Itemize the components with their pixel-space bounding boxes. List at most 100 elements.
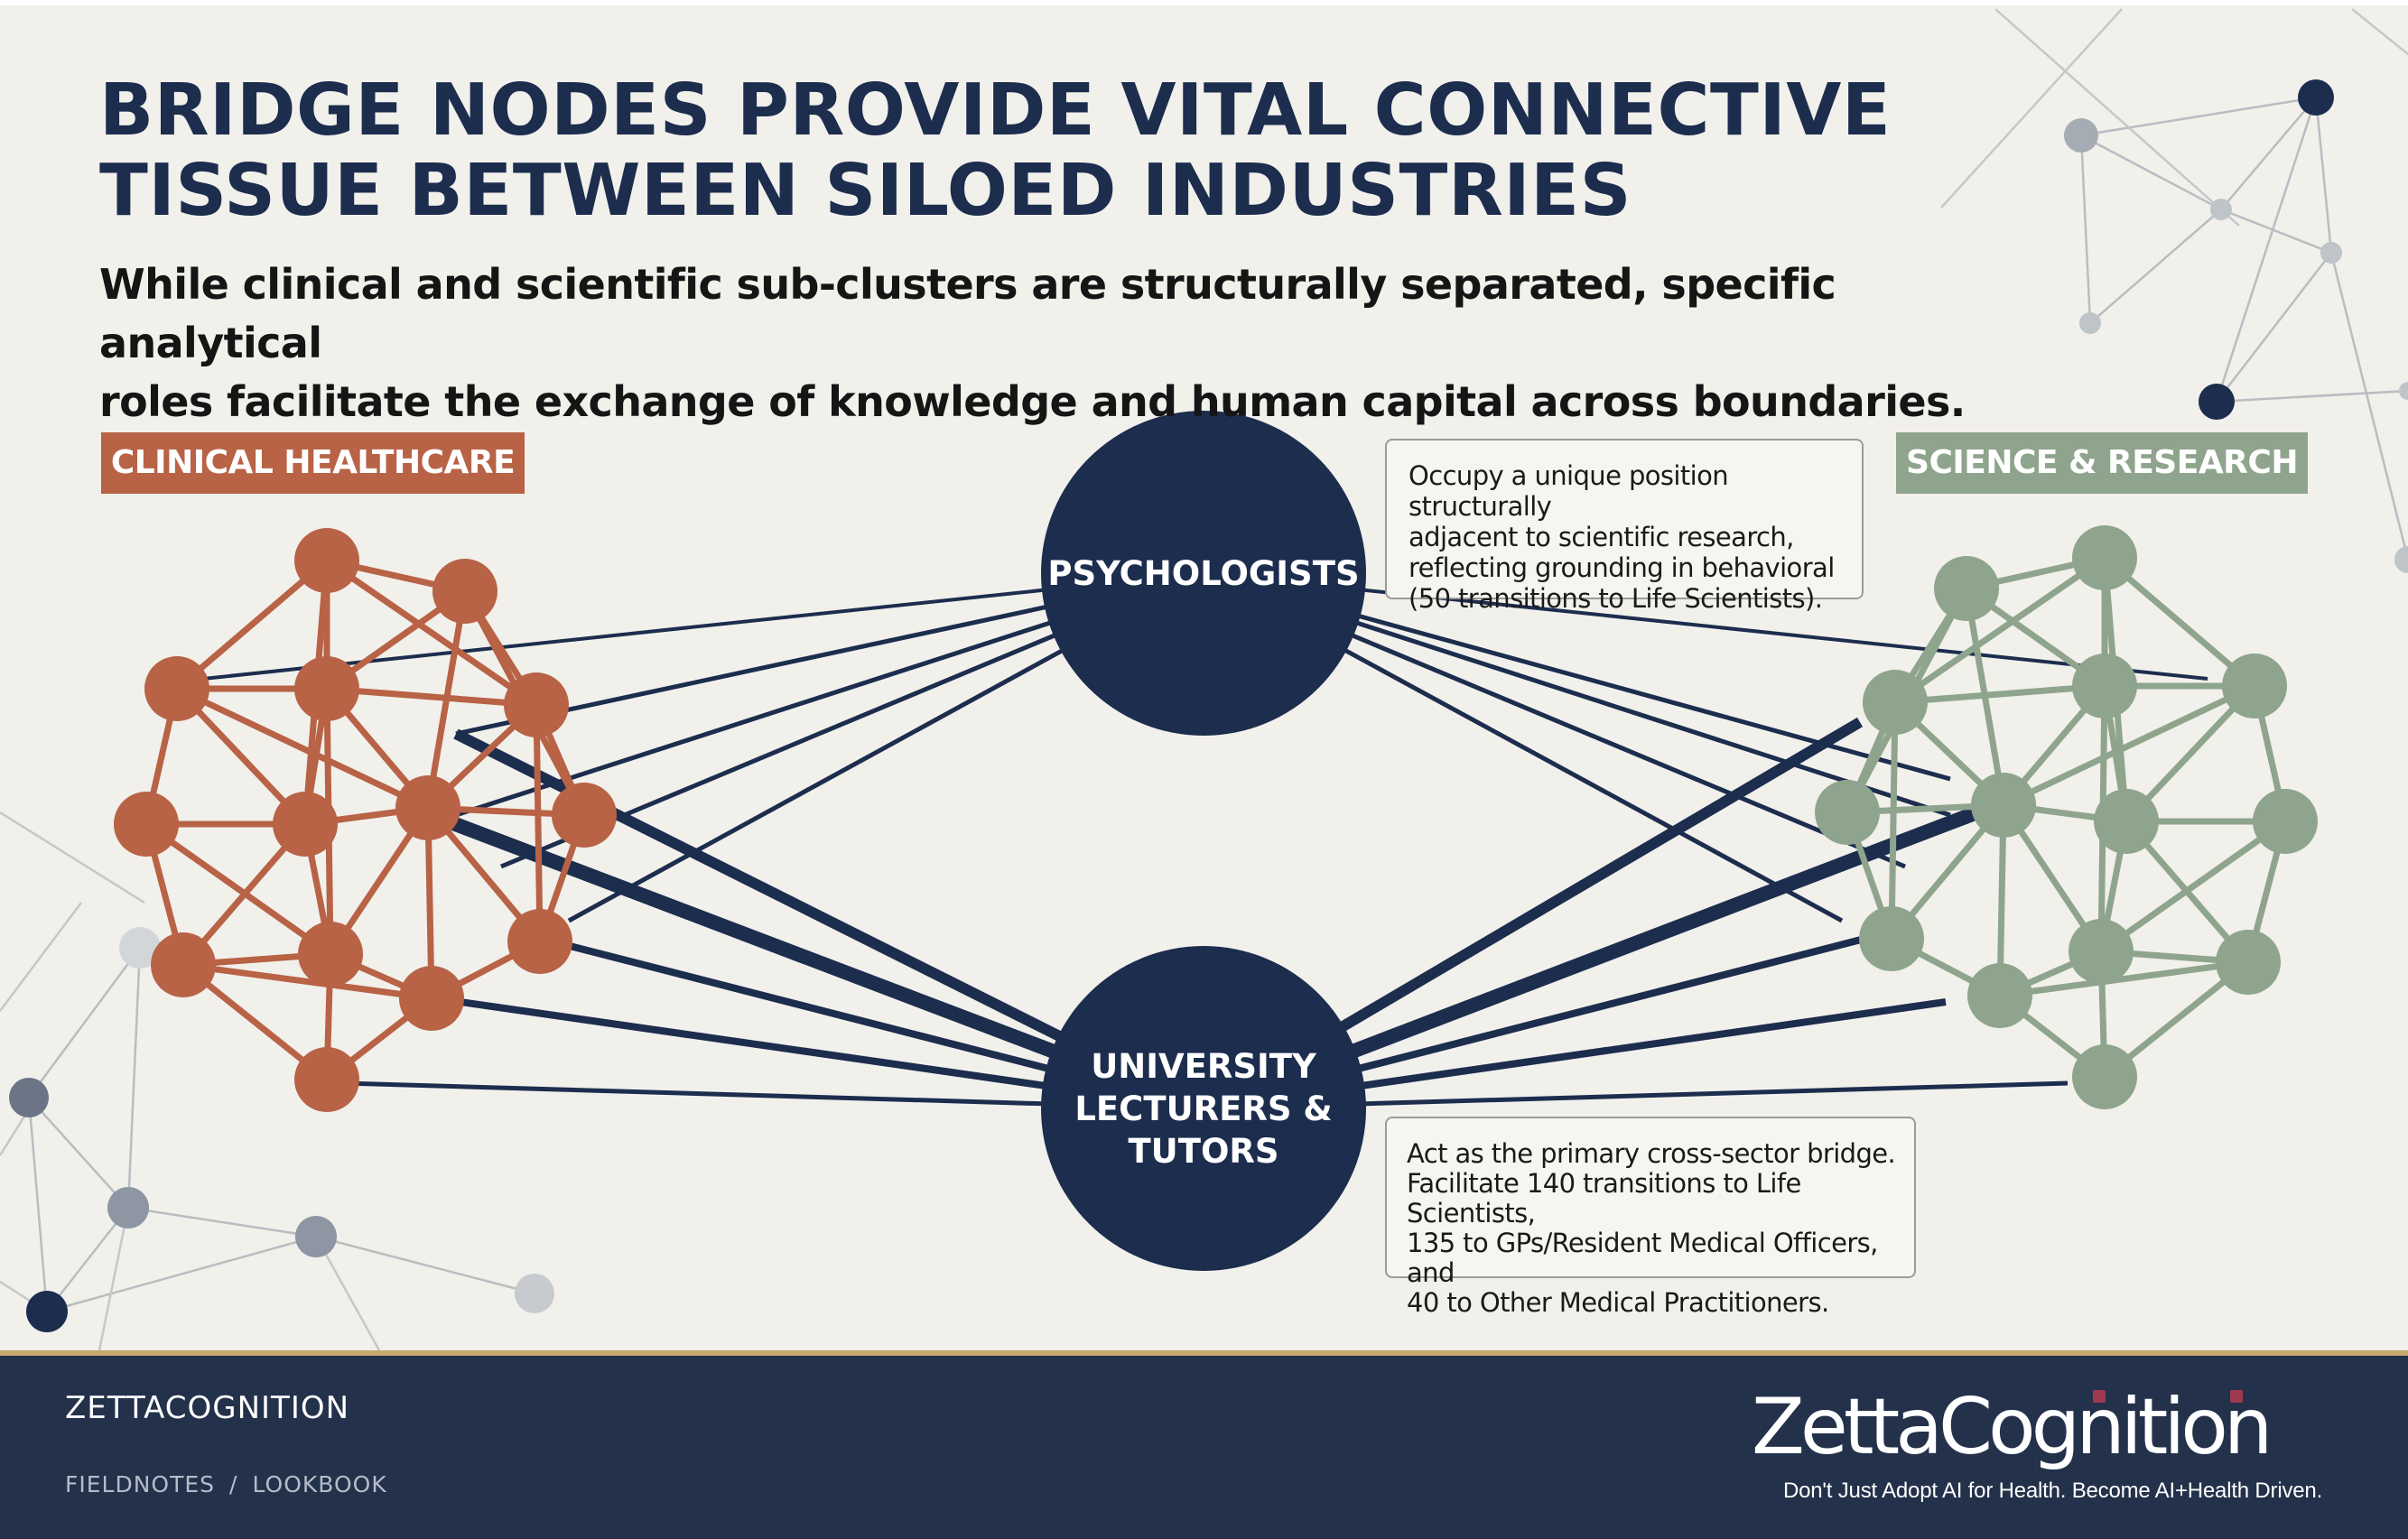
science-node <box>2216 930 2281 995</box>
background-edge <box>127 1206 317 1238</box>
science-edge <box>2002 682 2256 809</box>
background-edge <box>314 1236 381 1350</box>
clinical-node <box>399 966 464 1031</box>
science-node <box>2222 654 2287 719</box>
clinical-node <box>144 656 209 721</box>
background-node <box>9 1078 49 1117</box>
background-edge <box>2080 134 2222 211</box>
clinical-node <box>273 792 338 857</box>
clinical-node <box>507 909 572 974</box>
background-edge <box>27 1097 49 1312</box>
top-edge <box>0 0 2408 5</box>
science-cluster <box>1815 525 2318 1109</box>
callout-line: (50 transitions to Life Scientists). <box>1409 583 1823 614</box>
background-edge <box>126 947 142 1209</box>
science-edge <box>1888 701 1899 940</box>
background-node <box>2320 242 2342 264</box>
callout-line: 40 to Other Medical Practitioners. <box>1407 1287 1829 1318</box>
footer-brand: ZETTACOGNITION <box>65 1390 350 1426</box>
background-node <box>26 1291 68 1332</box>
background-edge <box>0 811 145 904</box>
network-diagram <box>0 8 2408 1350</box>
clinical-node <box>395 775 460 840</box>
psychologists-node-label: PSYCHOLOGISTS <box>1047 553 1360 593</box>
clinical-node <box>294 656 359 721</box>
title-line-1: BRIDGE NODES PROVIDE VITAL CONNECTIVE <box>99 69 1892 152</box>
clinical-edge <box>533 704 544 942</box>
logo-wordmark: ZettaCognition <box>1752 1382 2273 1472</box>
background-edge <box>1940 8 2123 209</box>
background-edge <box>2079 134 2092 324</box>
background-edge <box>46 1207 129 1312</box>
clinical-node <box>114 792 179 857</box>
background-edge <box>28 1097 129 1209</box>
callout-line: Occupy a unique position structurally <box>1409 460 1729 522</box>
background-edge <box>2329 252 2408 561</box>
clinical-node <box>432 559 497 624</box>
subtitle-line-1: While clinical and scientific sub-cluste… <box>99 260 1836 367</box>
science-edge <box>2102 555 2257 689</box>
clinical-edge <box>326 685 537 709</box>
psychologists-callout: Occupy a unique position structurally ad… <box>1385 439 1864 614</box>
background-node <box>2298 79 2334 116</box>
breadcrumb: FIELDNOTES/LOOKBOOK <box>65 1471 387 1497</box>
footer-tagline: Don't Just Adopt AI for Health. Become A… <box>1783 1479 2323 1503</box>
bridge-hubs <box>1041 411 1366 1271</box>
clinical-node <box>298 922 363 987</box>
background-node <box>2079 312 2101 334</box>
subtitle-line-2: roles facilitate the exchange of knowled… <box>99 377 1966 426</box>
science-edge <box>1894 682 2106 706</box>
clinical-edge <box>175 685 430 811</box>
background-node <box>2210 199 2232 220</box>
background-edge <box>2314 97 2333 254</box>
clinical-node <box>294 528 359 593</box>
background-node <box>119 927 161 969</box>
background-node <box>2394 546 2408 573</box>
clinical-node <box>151 932 216 997</box>
background-edge <box>27 947 142 1099</box>
background-edge <box>2351 8 2408 55</box>
science-node <box>2072 1044 2137 1109</box>
callout-line: Act as the primary cross-sector bridge. <box>1407 1138 1896 1169</box>
background-node <box>2064 118 2098 153</box>
clinical-cluster <box>114 528 617 1112</box>
science-edge <box>1893 555 2106 705</box>
science-node <box>2094 789 2159 854</box>
university-lecturers-node <box>1041 946 1366 1271</box>
background-node <box>295 1216 337 1257</box>
breadcrumb-lookbook[interactable]: LOOKBOOK <box>252 1471 387 1497</box>
callout-line: reflecting grounding in behavioral <box>1409 552 1835 583</box>
background-edge <box>1994 8 2240 227</box>
page-title: BRIDGE NODES PROVIDE VITAL CONNECTIVE TI… <box>99 70 1950 231</box>
science-node <box>2069 919 2134 984</box>
zettacognition-logo: ZettaCognition <box>1752 1385 2348 1470</box>
background-edge <box>2216 389 2408 403</box>
callout-line: Facilitate 140 transitions to Life Scien… <box>1407 1168 1801 1228</box>
clinical-edge <box>424 590 469 809</box>
background-edge <box>2080 96 2317 137</box>
clinical-healthcare-label: CLINICAL HEALTHCARE <box>101 432 525 494</box>
science-node <box>1971 773 2036 838</box>
science-node <box>1859 906 1924 971</box>
background-node <box>107 1187 149 1228</box>
callout-line: 135 to GPs/Resident Medical Officers, an… <box>1407 1228 1878 1288</box>
clinical-node <box>504 672 569 737</box>
background-edge <box>2216 252 2332 403</box>
science-node <box>1934 556 1999 621</box>
psychologists-node <box>1041 411 1366 736</box>
clinical-edge <box>182 961 432 1002</box>
university-callout: Act as the primary cross-sector bridge. … <box>1385 1117 1916 1318</box>
callout-line: adjacent to scientific research, <box>1409 522 1794 552</box>
breadcrumb-fieldnotes[interactable]: FIELDNOTES <box>65 1471 216 1497</box>
science-edge <box>1963 588 2007 806</box>
background-node <box>2199 384 2235 420</box>
page-subtitle: While clinical and scientific sub-cluste… <box>99 255 2013 431</box>
clinical-node <box>294 1047 359 1112</box>
clinical-node <box>552 783 617 848</box>
clinical-edge <box>144 821 333 957</box>
background-edge <box>2215 97 2318 403</box>
background-edge <box>2220 208 2332 255</box>
background-node <box>515 1274 554 1313</box>
university-lecturers-node-label: UNIVERSITY LECTURERS & TUTORS <box>1074 1046 1333 1171</box>
